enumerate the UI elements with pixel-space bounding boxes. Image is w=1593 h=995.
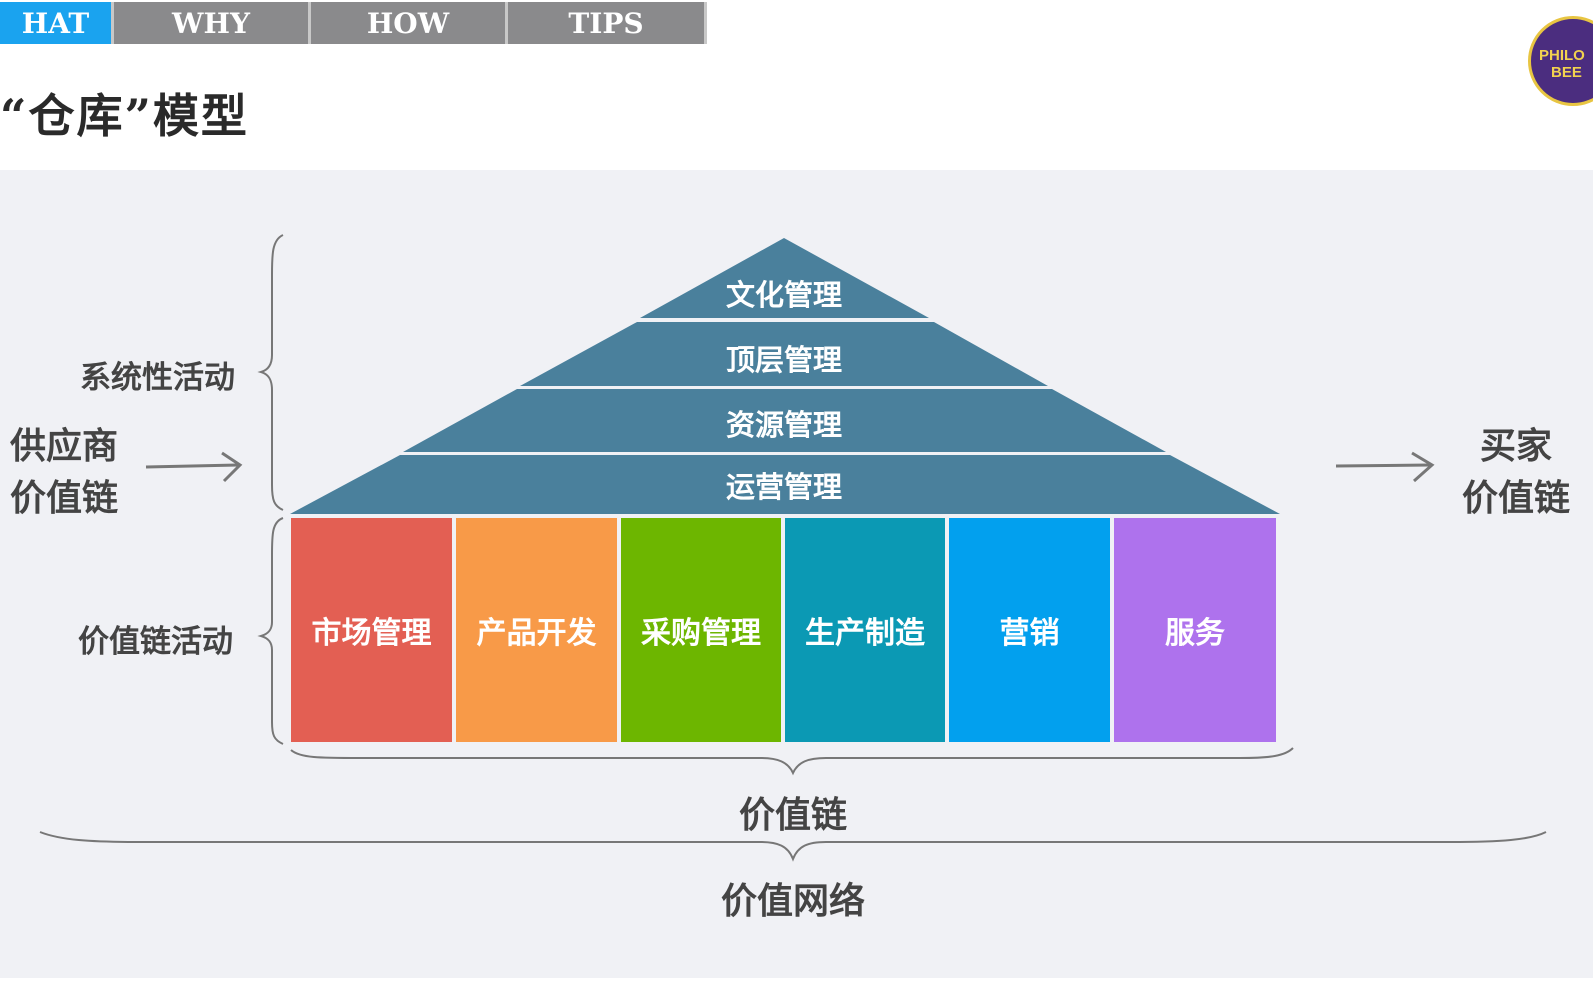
activity-service: 服务 (1114, 518, 1276, 742)
supplier-value-chain: 供应商 价值链 (10, 420, 118, 524)
activity-product-development: 产品开发 (456, 518, 617, 742)
activity-manufacturing: 生产制造 (785, 518, 945, 742)
page-title: “仓库”模型 (0, 89, 249, 143)
supplier-arrow (145, 451, 243, 483)
supplier-label: 供应商 (10, 425, 119, 467)
tab-why[interactable]: WHY (114, 2, 311, 44)
buyer-arrow (1335, 451, 1435, 483)
roof-tier-top (520, 322, 1048, 386)
roof-label-resource: 资源管理 (725, 408, 843, 442)
buyer-value-chain: 买家 价值链 (1462, 420, 1570, 524)
value-network-label: 价值网络 (720, 880, 866, 922)
roof-tier-resource (403, 389, 1166, 452)
value-chain-activities-label: 价值链活动 (78, 624, 233, 660)
roof-tier-culture (640, 238, 929, 318)
supplier-value-chain-label: 价值链 (10, 477, 119, 519)
activity-market-management: 市场管理 (291, 518, 452, 742)
tab-tips[interactable]: TIPS (508, 2, 707, 44)
systemic-activities-label: 系统性活动 (80, 360, 235, 396)
roof-label-top: 顶层管理 (725, 343, 843, 377)
activity-procurement: 采购管理 (621, 518, 781, 742)
logo-text-line2: BEE (1551, 64, 1582, 81)
brace-value-chain (290, 747, 1294, 776)
buyer-label: 买家 (1480, 425, 1553, 467)
roof-tier-operation (290, 455, 1280, 514)
activity-marketing: 营销 (949, 518, 1110, 742)
brace-systemic (257, 234, 284, 511)
nav-tabs: HAT WHY HOW TIPS (0, 0, 707, 46)
brace-value-network (39, 831, 1547, 862)
roof-label-culture: 文化管理 (725, 278, 843, 312)
roof-label-operation: 运营管理 (725, 470, 843, 504)
tab-what[interactable]: HAT (0, 2, 114, 44)
tab-how[interactable]: HOW (311, 2, 508, 44)
buyer-value-chain-label: 价值链 (1462, 477, 1571, 519)
brace-activities (257, 517, 284, 745)
logo-text-line1: PHILO (1539, 47, 1585, 64)
philobee-logo: PHILO BEE (1528, 16, 1593, 106)
value-chain-label: 价值链 (738, 794, 848, 836)
